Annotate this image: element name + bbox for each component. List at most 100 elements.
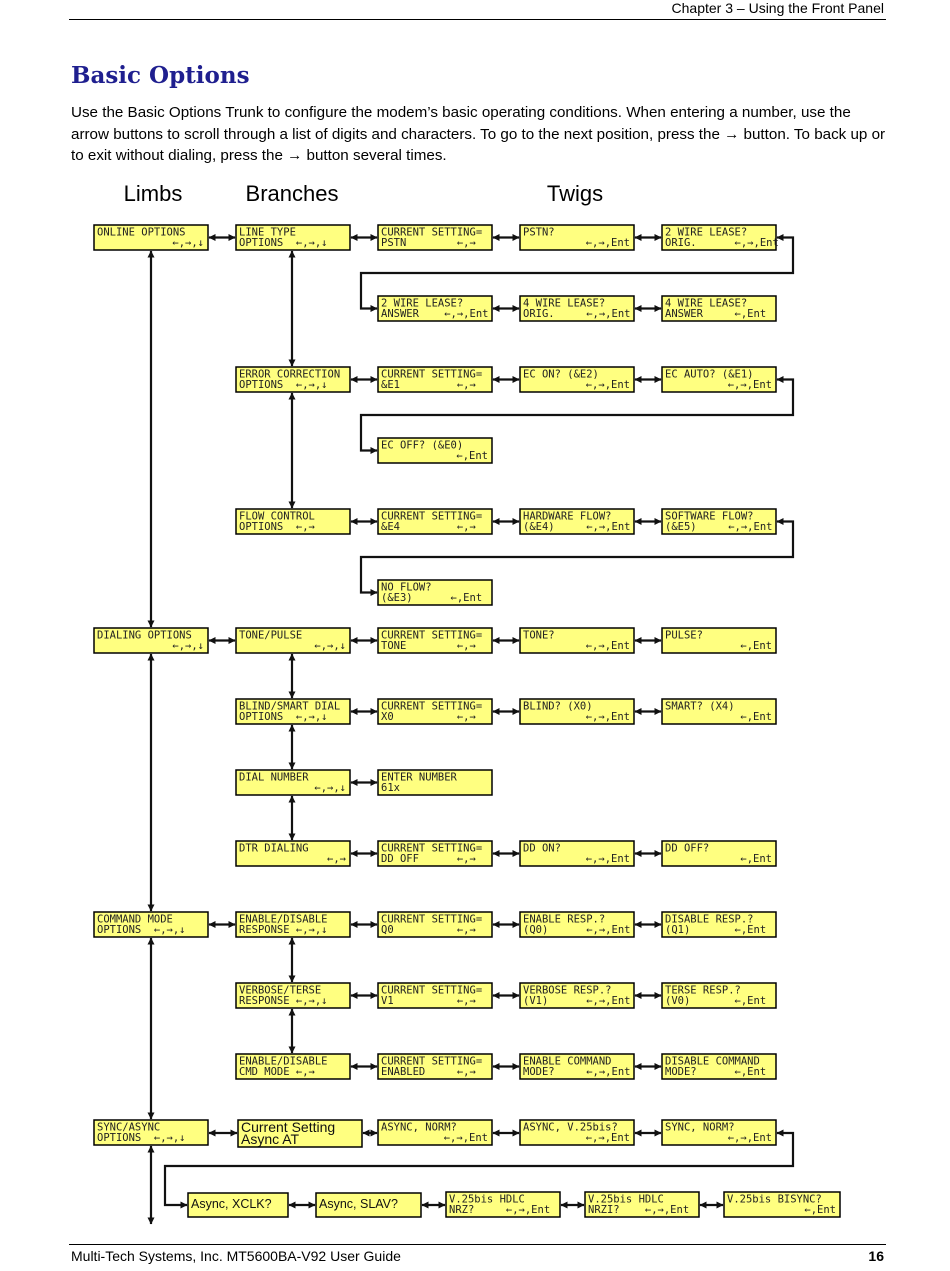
option-box-frame xyxy=(377,366,493,393)
option-box-frame xyxy=(661,224,777,251)
option-box-line-2: CMD MODE ←,→ xyxy=(239,1066,315,1078)
option-box-line-2: ←,→,↓ xyxy=(172,237,204,249)
option-box-frame xyxy=(315,1192,422,1218)
option-box-line-2: OPTIONS ←,→ xyxy=(239,521,315,533)
option-box-line-1: TONE? xyxy=(523,630,555,642)
option-box-frame xyxy=(377,437,493,464)
option-box-frame xyxy=(377,295,493,322)
option-box-line-1: DIALING OPTIONS xyxy=(97,630,192,642)
option-box-line-1: EC AUTO? (&E1) xyxy=(665,369,754,381)
option-box-tone-pulse: TONE/PULSE←,→,↓ xyxy=(235,627,351,654)
page-number: 16 xyxy=(868,1248,884,1264)
option-box-line-2: RESPONSE ←,→,↓ xyxy=(239,995,328,1007)
option-box-lt-current: CURRENT SETTING=PSTN ←,→ xyxy=(377,224,493,251)
option-box-frame xyxy=(93,224,209,251)
option-box-line-2: V1 ←,→ xyxy=(381,995,476,1007)
option-box-frame xyxy=(519,366,635,393)
option-box-line-1: CURRENT SETTING= xyxy=(381,369,482,381)
connector-wrap xyxy=(359,376,795,454)
option-box-sa-async-v25: ASYNC, V.25bis?←,→,Ent xyxy=(519,1119,635,1146)
option-box-line-1: FLOW CONTROL xyxy=(239,511,315,523)
option-box-line-1: PSTN? xyxy=(523,227,555,239)
option-box-line-1: 2 WIRE LEASE? xyxy=(665,227,747,239)
option-box-frame xyxy=(519,982,635,1009)
option-box-line-1: CURRENT SETTING= xyxy=(381,511,482,523)
option-box-line-1: COMMAND MODE xyxy=(97,914,173,926)
option-box-frame xyxy=(519,508,635,535)
option-box-lt-2wire-answer: 2 WIRE LEASE?ANSWER ←,→,Ent xyxy=(377,295,493,322)
option-box-line-2: Async AT xyxy=(241,1131,300,1147)
option-box-line-2: ←,→,Ent xyxy=(586,1132,630,1144)
option-box-line-1: DISABLE COMMAND xyxy=(665,1056,760,1068)
option-box-edr-current: CURRENT SETTING=Q0 ←,→ xyxy=(377,911,493,938)
option-box-frame xyxy=(93,1119,209,1146)
option-box-line-1: ASYNC, V.25bis? xyxy=(523,1122,618,1134)
option-box-line-1: Current Setting xyxy=(241,1119,335,1135)
chapter-header: Chapter 3 – Using the Front Panel xyxy=(671,0,884,16)
option-box-line-2: ANSWER ←,Ent xyxy=(665,308,766,320)
option-box-frame xyxy=(519,698,635,725)
option-box-frame xyxy=(235,698,351,725)
option-box-line-2: RESPONSE ←,→,↓ xyxy=(239,924,328,936)
option-box-line-1: BLIND? (X0) xyxy=(523,701,593,713)
option-box-frame xyxy=(187,1192,289,1218)
option-box-sa-async-slav: Async, SLAV? xyxy=(315,1192,422,1218)
option-box-sa-async-norm: ASYNC, NORM?←,→,Ent xyxy=(377,1119,493,1146)
option-box-line-2: ←,→,Ent xyxy=(586,711,630,723)
option-box-line-1: SMART? (X4) xyxy=(665,701,735,713)
option-box-line-2: (&E3) ←,Ent xyxy=(381,592,482,604)
intro-paragraph: Use the Basic Options Trunk to configure… xyxy=(71,104,886,164)
connector-wrap xyxy=(359,518,795,596)
option-box-vt-current: CURRENT SETTING=V1 ←,→ xyxy=(377,982,493,1009)
option-box-online-options: ONLINE OPTIONS←,→,↓ xyxy=(93,224,209,251)
option-box-dtr-current: CURRENT SETTING=DD OFF ←,→ xyxy=(377,840,493,867)
option-box-line-1: DD ON? xyxy=(523,843,561,855)
option-box-line-2: (&E5) ←,→,Ent xyxy=(665,521,772,533)
option-box-bs-blind: BLIND? (X0)←,→,Ent xyxy=(519,698,635,725)
option-box-vt-terse: TERSE RESP.?(V0) ←,Ent xyxy=(661,982,777,1009)
option-box-sa-sync-norm: SYNC, NORM?←,→,Ent xyxy=(661,1119,777,1146)
option-box-frame xyxy=(519,224,635,251)
option-box-bs-smart: SMART? (X4)←,Ent xyxy=(661,698,777,725)
option-box-frame xyxy=(235,982,351,1009)
option-box-line-1: V.25bis HDLC xyxy=(449,1194,525,1206)
option-box-line-1: Async, SLAV? xyxy=(319,1197,398,1211)
option-box-sa-v25-bisync: V.25bis BISYNC?←,Ent xyxy=(723,1191,841,1218)
option-box-line-1: ONLINE OPTIONS xyxy=(97,227,186,239)
option-box-fc-software: SOFTWARE FLOW?(&E5) ←,→,Ent xyxy=(661,508,777,535)
option-box-frame xyxy=(235,366,351,393)
option-box-line-2: OPTIONS ←,→,↓ xyxy=(239,711,328,723)
option-box-line-1: DD OFF? xyxy=(665,843,709,855)
option-box-line-1: VERBOSE RESP.? xyxy=(523,985,612,997)
option-box-line-2: ←,→,↓ xyxy=(314,782,346,794)
option-box-line-2: ←,→ xyxy=(327,853,346,865)
option-box-frame xyxy=(377,698,493,725)
option-box-line-1: TERSE RESP.? xyxy=(665,985,741,997)
option-box-line-1: ENABLE/DISABLE xyxy=(239,914,328,926)
option-box-frame xyxy=(377,224,493,251)
option-box-lt-pstn: PSTN? ←,→,Ent xyxy=(519,224,635,251)
option-box-line-1: TONE/PULSE xyxy=(239,630,302,642)
option-box-line-2: ORIG. ←,→,Ent xyxy=(523,308,630,320)
option-box-dial-number: DIAL NUMBER←,→,↓ xyxy=(235,769,351,796)
option-box-line-2: OPTIONS ←,→,↓ xyxy=(97,1132,186,1144)
option-box-line-1: EC OFF? (&E0) xyxy=(381,440,463,452)
option-box-frame xyxy=(661,982,777,1009)
option-box-line-2: ←,→,Ent xyxy=(586,237,630,249)
option-box-edc-current: CURRENT SETTING=ENABLED ←,→ xyxy=(377,1053,493,1080)
option-box-line-2: &E4 ←,→ xyxy=(381,521,476,533)
option-box-line-2: ←,→,Ent xyxy=(728,379,772,391)
option-box-frame xyxy=(519,295,635,322)
